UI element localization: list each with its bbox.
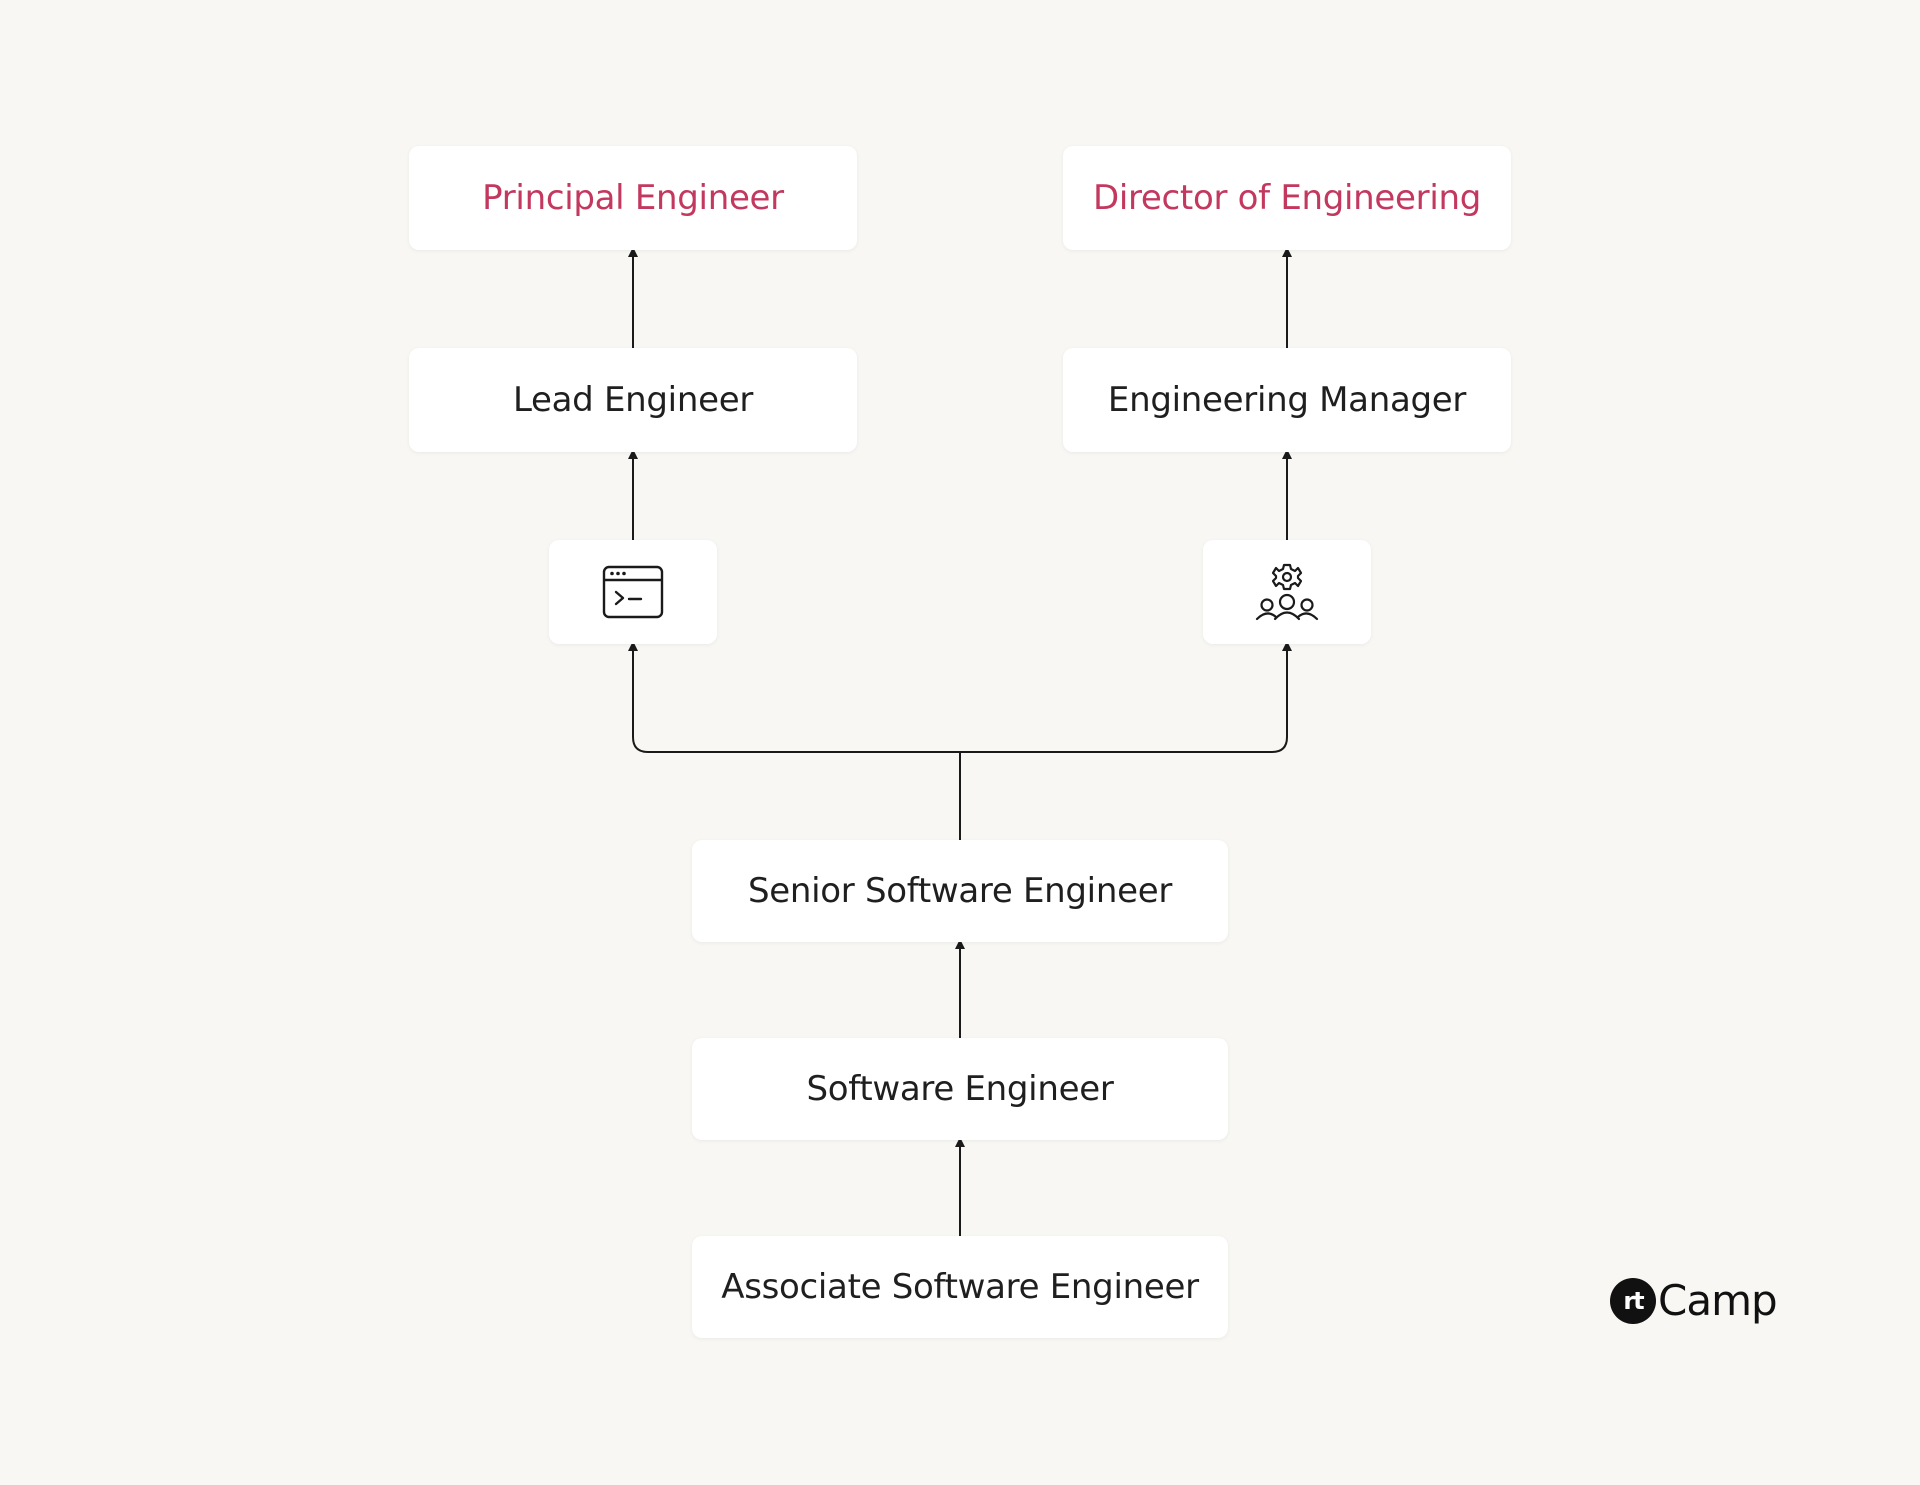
node-label: Engineering Manager: [1107, 380, 1467, 420]
node-lead-engineer: Lead Engineer: [409, 348, 857, 452]
node-senior-software-engineer: Senior Software Engineer: [692, 840, 1228, 942]
team-gear-icon: [1255, 563, 1319, 621]
node-software-engineer: Software Engineer: [692, 1038, 1228, 1140]
node-label: Director of Engineering: [1092, 178, 1482, 218]
rtcamp-logo: rt Camp: [1610, 1276, 1778, 1325]
terminal-window-icon: [602, 565, 664, 619]
node-label: Software Engineer: [806, 1069, 1114, 1109]
node-label: Lead Engineer: [512, 380, 753, 420]
node-label: Principal Engineer: [482, 178, 784, 218]
branch-split: [628, 641, 961, 840]
node-engineering-manager: Engineering Manager: [1063, 348, 1511, 452]
node-label: Associate Software Engineer: [721, 1267, 1199, 1307]
logo-mark: rt: [1610, 1277, 1656, 1324]
technical-track-node: [549, 540, 717, 644]
node-associate-software-engineer: Associate Software Engineer: [692, 1236, 1228, 1338]
branch-split-right: [960, 641, 1292, 753]
management-track-node: [1203, 540, 1371, 644]
node-label: Senior Software Engineer: [748, 871, 1172, 911]
node-principal-engineer: Principal Engineer: [409, 146, 857, 250]
node-director-of-engineering: Director of Engineering: [1063, 146, 1511, 250]
logo-text: Camp: [1658, 1276, 1778, 1325]
